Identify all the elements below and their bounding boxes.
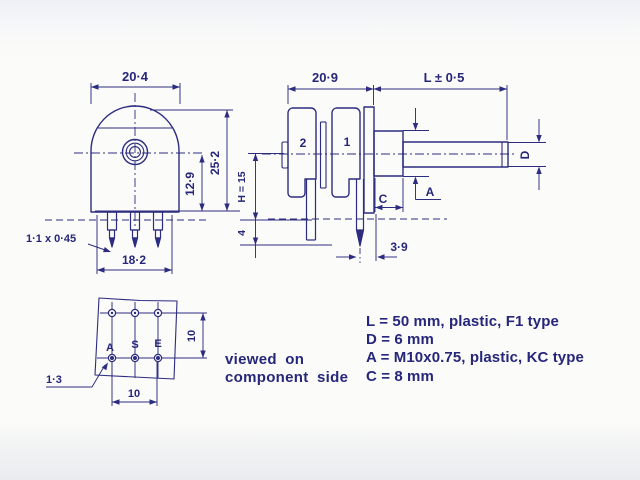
pcb-holes: [107, 308, 163, 363]
view-caption-line2: component side: [225, 369, 349, 386]
dim-pin-offset: 3·9: [390, 240, 408, 254]
mounting-plate: [363, 106, 375, 214]
wafer-2-tab: [281, 141, 289, 169]
wafer-2-outline: [287, 107, 317, 198]
side-view: [262, 106, 516, 263]
view-caption-line1: viewed on: [225, 351, 305, 368]
pcb-outline: [94, 297, 178, 380]
label-pin-e: E: [154, 338, 161, 350]
dim-leg-length: 4: [236, 230, 248, 236]
dim-front-width: 20·4: [122, 69, 149, 84]
label-wafer-2: 2: [300, 136, 307, 150]
dim-front-height: 25·2: [208, 151, 222, 175]
spec-line-A: A = M10x0.75, plastic, KC type: [366, 349, 584, 367]
threaded-bushing: [373, 130, 404, 177]
wafer-2-leg: [305, 179, 317, 241]
front-view-dimensions: [87, 83, 240, 274]
side-view-dimensions: [240, 85, 546, 261]
dim-pin-section: 1·1 x 0·45: [26, 233, 76, 245]
wafer-bridge: [319, 121, 327, 189]
dim-pin-span: 18·2: [122, 253, 146, 267]
label-bushing-c: C: [379, 192, 388, 206]
spec-line-L: L = 50 mm, plastic, F1 type: [366, 313, 559, 330]
label-pin-s: S: [131, 339, 138, 351]
shaft: [402, 141, 509, 168]
front-view: [45, 93, 207, 248]
side-pin: [355, 179, 365, 247]
spec-line-D: D = 6 mm: [366, 331, 434, 349]
dim-row-pitch: 10: [186, 330, 198, 342]
side-centerlines: [262, 153, 516, 263]
dim-hole-dia: 1·3: [46, 374, 62, 386]
dim-shaft-length: L ± 0·5: [424, 70, 465, 85]
pot-body-outline: [90, 105, 180, 213]
bushing-circle-mid: [125, 142, 145, 162]
spec-legend: L = 50 mm, plastic, F1 type D = 6 mm A =…: [366, 313, 584, 386]
wafer-1-outline: [331, 107, 361, 198]
label-shaft-d: D: [518, 150, 532, 159]
label-thread-a: A: [426, 185, 435, 199]
front-centerlines: [45, 93, 207, 226]
label-pin-a: A: [106, 342, 114, 354]
dim-center-to-base: 12·9: [183, 172, 197, 196]
dim-col-pitch: 10: [128, 388, 140, 400]
pcb-dimensions: [46, 313, 206, 406]
spec-line-C: C = 8 mm: [366, 367, 434, 385]
pcb-view: [46, 297, 207, 406]
dim-side-body-width: 20·9: [312, 70, 338, 85]
view-caption: viewed on component side: [225, 351, 348, 387]
dim-mount-height: H = 15: [236, 171, 248, 202]
label-wafer-1: 1: [344, 135, 351, 149]
solder-pins: [106, 211, 164, 248]
